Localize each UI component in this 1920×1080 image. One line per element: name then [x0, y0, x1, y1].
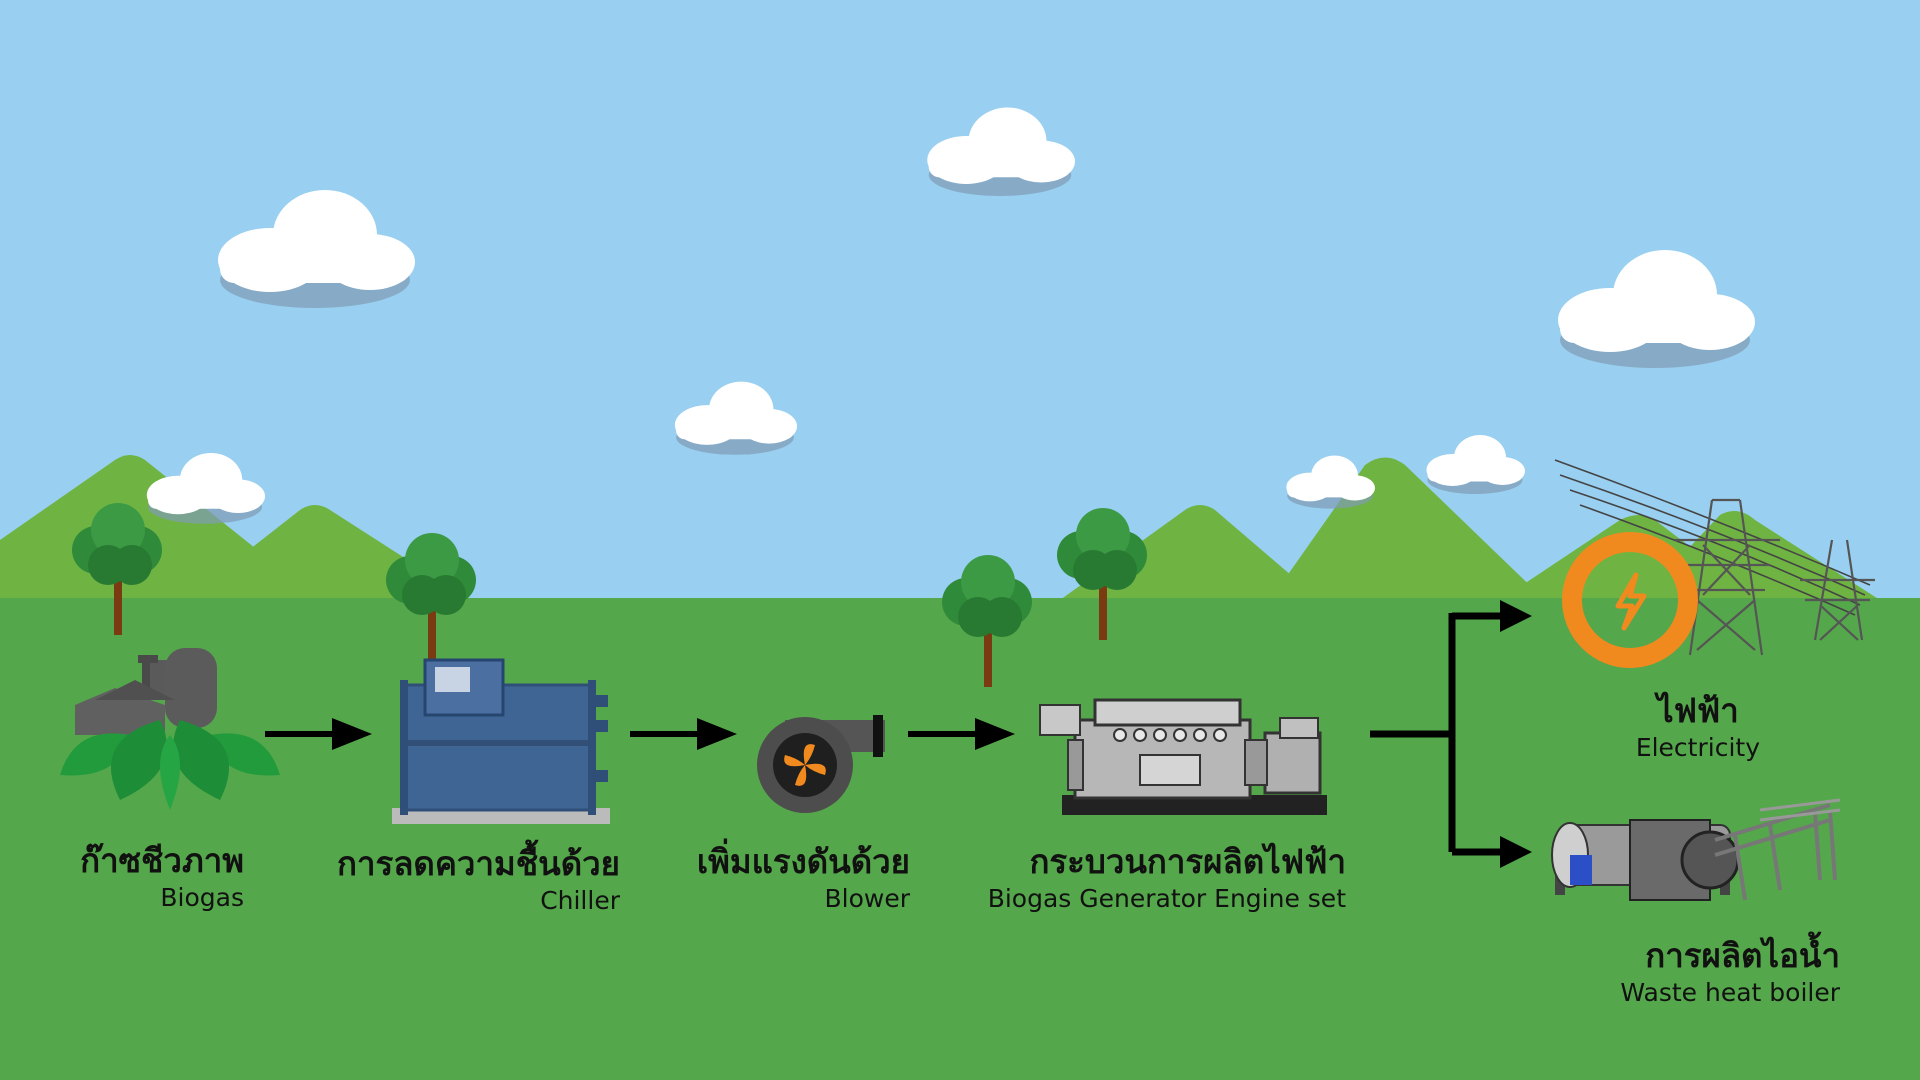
biogas-plant-icon — [60, 648, 280, 810]
label-thai: เพิ่มแรงดันด้วย — [696, 842, 910, 881]
lightning-icon — [1562, 532, 1698, 668]
label-english: Biogas — [160, 883, 244, 912]
generator-engine-icon — [1039, 698, 1327, 815]
label-chiller: การลดความชื้นด้วย Chiller — [337, 843, 620, 917]
label-biogas: ก๊าซชีวภาพ Biogas — [80, 840, 244, 914]
label-english: Blower — [824, 884, 911, 913]
label-thai: ก๊าซชีวภาพ — [80, 841, 244, 880]
label-electricity: ไฟฟ้า Electricity — [1636, 690, 1760, 764]
chiller-icon — [392, 658, 610, 824]
label-thai: การผลิตไอน้ำ — [1645, 936, 1840, 975]
label-engine: กระบวนการผลิตไฟฟ้า Biogas Generator Engi… — [988, 841, 1346, 915]
arrow-biogas-to-chiller — [265, 718, 372, 750]
arrow-chiller-to-blower — [630, 718, 737, 750]
label-english: Electricity — [1635, 733, 1760, 762]
label-english: Chiller — [540, 886, 620, 915]
arrow-blower-to-engine — [908, 718, 1015, 750]
label-thai: การลดความชื้นด้วย — [336, 844, 620, 883]
label-thai: กระบวนการผลิตไฟฟ้า — [1029, 842, 1346, 881]
boiler-icon — [1551, 798, 1841, 901]
pylon-tower — [1675, 498, 1875, 656]
label-thai: ไฟฟ้า — [1656, 691, 1739, 730]
label-boiler: การผลิตไอน้ำ Waste heat boiler — [1620, 935, 1840, 1009]
flow-arrows — [265, 600, 1532, 868]
arrow-engine-to-outputs — [1370, 600, 1532, 868]
blower-icon — [757, 715, 885, 813]
label-english: Waste heat boiler — [1620, 978, 1840, 1007]
label-blower: เพิ่มแรงดันด้วย Blower — [697, 841, 910, 915]
label-english: Biogas Generator Engine set — [987, 884, 1346, 913]
